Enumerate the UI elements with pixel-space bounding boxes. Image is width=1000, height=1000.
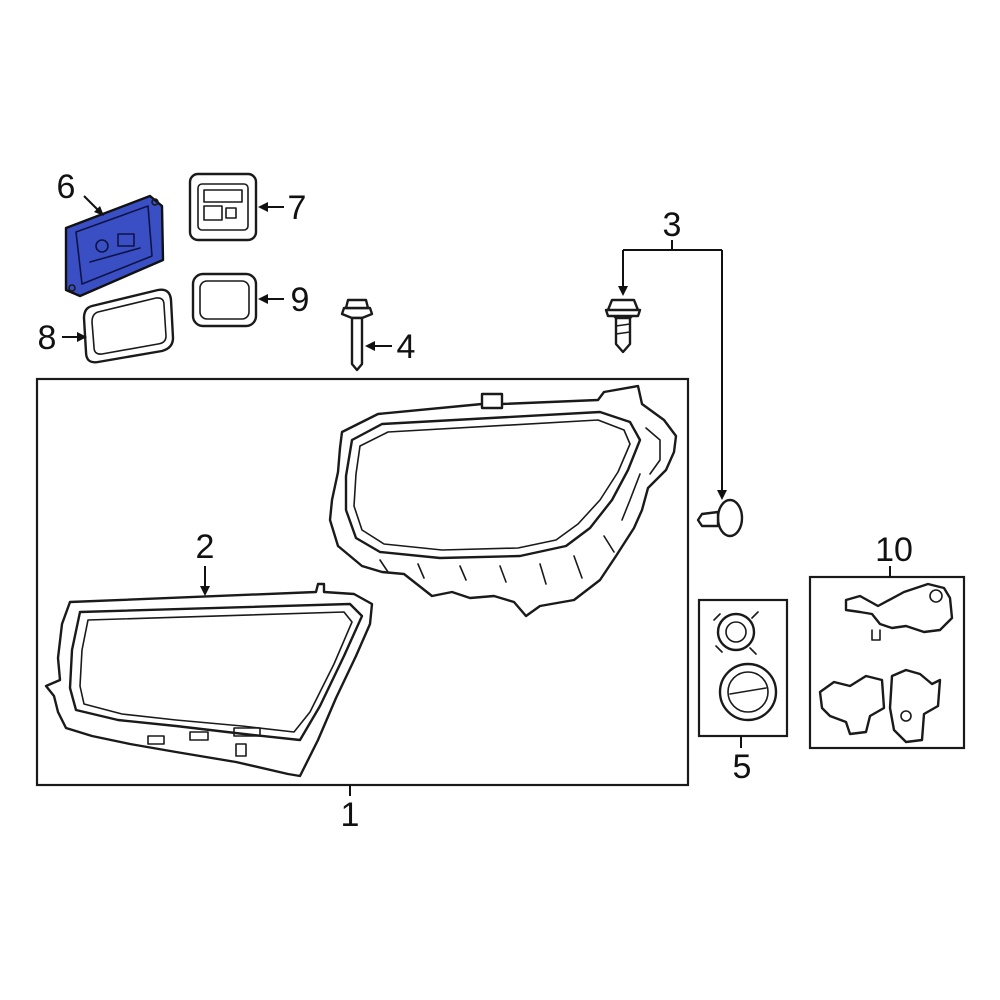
housing-lens-rim (344, 410, 642, 560)
callout-8: 8 (38, 319, 57, 357)
housing-lower-ribs (379, 535, 615, 585)
control-module-port (117, 233, 135, 247)
lens-inner-line (79, 611, 353, 733)
part-2-lens-cover[interactable] (44, 582, 374, 778)
lens-tab (235, 743, 247, 757)
lens-inner-rim (68, 602, 364, 742)
lens-tab (189, 731, 209, 741)
seal-outer (191, 272, 258, 328)
dust-cap-inner (727, 671, 769, 713)
bracket-upper-hole (929, 589, 943, 603)
housing-mount-tab (480, 392, 504, 410)
lens-tab (233, 727, 261, 737)
lens-tab (147, 735, 165, 745)
bracket-lower-right (888, 668, 942, 744)
bracket-upper (844, 582, 954, 634)
bolt-thread (615, 331, 631, 335)
part-3-clip[interactable] (696, 498, 744, 538)
control-module-connector (95, 239, 109, 253)
callout-2: 2 (196, 528, 215, 566)
gasket-outer (82, 288, 175, 364)
part-1-headlamp-housing[interactable] (328, 384, 678, 618)
callout-9: 9 (291, 281, 310, 319)
callout-6: 6 (57, 168, 76, 206)
module-port-b (225, 207, 237, 219)
clip-stem (696, 510, 720, 528)
housing-right-detail (621, 427, 661, 521)
dust-cap-grip (729, 687, 767, 695)
housing-lens-inner (353, 419, 631, 551)
pin-head (340, 306, 374, 320)
part-9-seal[interactable] (191, 272, 258, 328)
callout-1: 1 (341, 796, 360, 834)
module-port-a (203, 205, 223, 221)
callout-10: 10 (875, 531, 913, 569)
module-inner-frame (197, 183, 249, 231)
bolt-shaft (614, 316, 632, 354)
bolt-flange (604, 308, 642, 318)
callout-7: 7 (288, 189, 307, 227)
part-10-brackets[interactable] (818, 582, 954, 744)
lens-outer (44, 582, 374, 778)
socket-tabs (713, 611, 759, 655)
part-7-module[interactable] (188, 172, 258, 242)
leader-lines (62, 195, 891, 796)
control-module-screw (151, 198, 159, 206)
clip-head (716, 498, 744, 538)
control-module-rib (89, 247, 141, 263)
callout-4: 4 (397, 328, 416, 366)
control-module-body (64, 194, 165, 298)
socket-ring (725, 621, 747, 643)
bolt-thread (615, 323, 631, 327)
control-module-screw (68, 284, 76, 292)
bracket-lower-left (818, 674, 886, 736)
part-8-gasket[interactable] (82, 288, 175, 364)
callout-5: 5 (733, 748, 752, 786)
callout-3: 3 (663, 206, 682, 244)
socket-body (716, 612, 756, 652)
part-3-bolt[interactable] (604, 298, 642, 354)
pin-cap (344, 298, 370, 310)
seal-inner (199, 280, 250, 320)
part-4-pin[interactable] (340, 298, 374, 372)
part-5-bulb-socket[interactable] (713, 611, 778, 722)
pin-shaft (350, 316, 364, 372)
control-module-inner (75, 205, 153, 285)
gasket-inner (91, 297, 167, 355)
bracket-lower-right-hole (900, 710, 912, 722)
module-label (203, 189, 243, 203)
housing-outer (328, 384, 678, 618)
part-6-control-module[interactable] (64, 194, 165, 298)
bracket-upper-detail (871, 629, 881, 641)
